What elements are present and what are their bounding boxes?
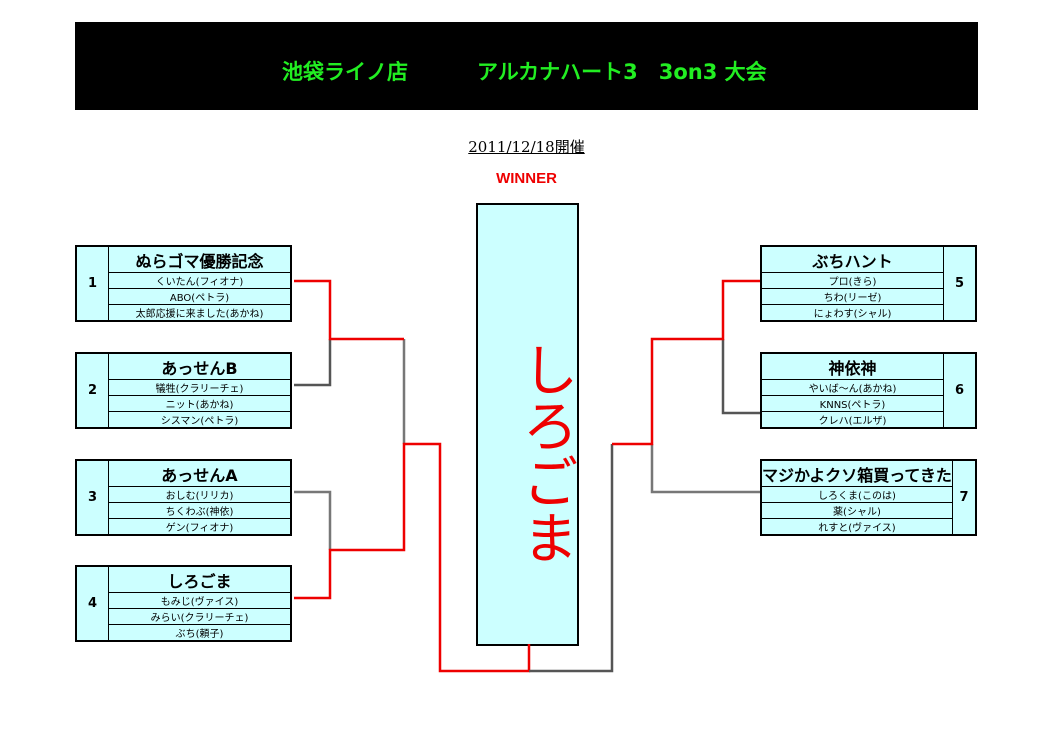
event-title: アルカナハート3 3on3 大会 [477,60,767,84]
team-name: ぶちハント [762,247,943,273]
team-number: 4 [77,567,109,640]
header-banner: 池袋ライノ店 アルカナハート3 3on3 大会 [75,22,978,110]
line-team3 [294,490,332,550]
team-name: 神依神 [762,354,943,380]
team-member: KNNS(ペトラ) [762,396,943,412]
team-number: 7 [951,461,975,534]
line-team4 [294,442,531,673]
team-name: ぬらゴマ優勝記念 [109,247,290,273]
winner-name: しろごま [513,341,578,565]
team-name: マジかよクソ箱買ってきた [762,461,952,487]
team-member: ABO(ペトラ) [109,289,290,305]
team-number: 1 [77,247,109,320]
team-member: 犠牲(クラリーチェ) [109,380,290,396]
line-team7 [650,444,760,494]
team-member: くいたん(フィオナ) [109,273,290,289]
team-member: プロ(きら) [762,273,943,289]
team-member: ゲン(フィオナ) [165,523,234,534]
line-team1 [294,279,404,341]
team-member: ニット(あかね) [109,396,290,412]
team-member: 薬(シャル) [762,503,952,519]
team-member: クレハ(エルザ) [818,416,887,427]
team-member: ぶち(頼子) [175,629,224,640]
team-number: 5 [943,247,975,320]
team-number: 2 [77,354,109,427]
line-team6 [721,339,760,415]
team-name: しろごま [109,567,290,593]
line-team5 [612,279,760,446]
team-name: あっせんB [109,354,290,380]
team-member: やいば～ん(あかね) [762,380,943,396]
team-member: ちくわぶ(神依) [109,503,290,519]
team-member: シスマン(ペトラ) [160,416,239,427]
team-member: おしむ(リリカ) [109,487,290,503]
event-date: 2011/12/18開催 [468,138,585,156]
winner-label: WINNER [496,170,557,187]
team-number: 3 [77,461,109,534]
team-member: 太郎応援に来ました(あかね) [135,309,264,320]
team-member: しろくま(このは) [762,487,952,503]
team-member: もみじ(ヴァイス) [109,593,290,609]
team-member: みらい(クラリーチェ) [109,609,290,625]
line-final-right [529,444,614,673]
store-name: 池袋ライノ店 [282,60,408,84]
team-number: 6 [943,354,975,427]
winner-box: しろごま [476,203,579,646]
line-team2 [294,339,332,387]
team-member: ちわ(リーゼ) [762,289,943,305]
team-member: れすと(ヴァイス) [818,523,896,534]
team-name: あっせんA [109,461,290,487]
team-member: にょわす(シャル) [813,309,892,320]
